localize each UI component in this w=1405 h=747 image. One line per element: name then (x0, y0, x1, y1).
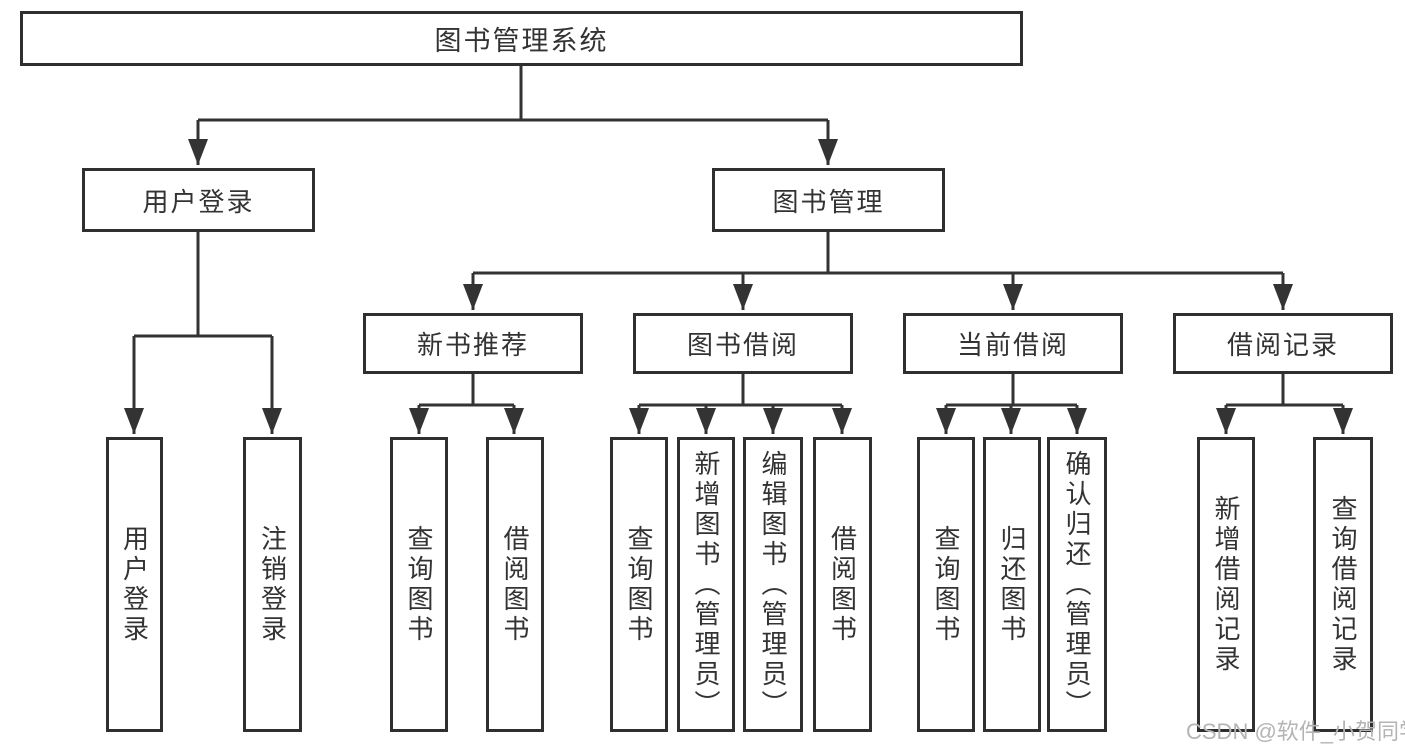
node-book-borrowing: 图书借阅 (633, 313, 853, 374)
leaf-query-books-recommend: 查询图书 (390, 437, 448, 732)
node-label: 图书管理 (772, 186, 885, 217)
node-label: 图书管理系统 (434, 26, 609, 56)
node-label: 借阅记录 (1226, 330, 1339, 360)
node-label: 用户登录 (142, 186, 255, 217)
leaf-query-borrow-record: 查询借阅记录 (1313, 437, 1373, 732)
node-library-management-system: 图书管理系统 (20, 11, 1023, 66)
node-label: 查询图书 (624, 524, 654, 645)
leaf-confirm-return-admin: 确认归还（管理员） (1047, 437, 1107, 732)
leaf-query-books-current: 查询图书 (917, 437, 975, 732)
node-label: 查询借阅记录 (1328, 494, 1358, 675)
node-user-login: 用户登录 (82, 168, 315, 232)
node-borrowing-records: 借阅记录 (1173, 313, 1393, 374)
leaf-logout: 注销登录 (243, 437, 302, 732)
node-label: 当前借阅 (956, 330, 1069, 360)
leaf-user-login: 用户登录 (106, 437, 163, 732)
node-label: 归还图书 (997, 524, 1027, 645)
node-label: 新增图书（管理员） (691, 449, 721, 720)
node-new-book-recommend: 新书推荐 (363, 313, 583, 374)
leaf-borrow-books-borrowing: 借阅图书 (813, 437, 872, 732)
node-label: 查询图书 (404, 524, 434, 645)
node-label: 用户登录 (119, 524, 150, 645)
leaf-return-books: 归还图书 (983, 437, 1041, 732)
leaf-add-borrow-record: 新增借阅记录 (1197, 437, 1255, 732)
node-label: 新书推荐 (416, 330, 529, 360)
node-label: 图书借阅 (686, 330, 799, 360)
leaf-borrow-books-recommend: 借阅图书 (486, 437, 544, 732)
node-label: 确认归还（管理员） (1062, 449, 1092, 720)
node-label: 借阅图书 (500, 524, 530, 645)
node-label: 编辑图书（管理员） (758, 449, 788, 720)
node-label: 注销登录 (257, 524, 288, 645)
leaf-query-books-borrowing: 查询图书 (610, 437, 668, 732)
leaf-add-books-admin: 新增图书（管理员） (677, 437, 735, 732)
node-current-borrowing: 当前借阅 (903, 313, 1123, 374)
node-label: 借阅图书 (827, 524, 858, 645)
node-label: 新增借阅记录 (1211, 494, 1241, 675)
csdn-watermark: CSDN @软件_小贺同学 (1186, 719, 1405, 744)
leaf-edit-books-admin: 编辑图书（管理员） (743, 437, 803, 732)
node-label: 查询图书 (931, 524, 961, 645)
node-book-management: 图书管理 (712, 168, 945, 232)
